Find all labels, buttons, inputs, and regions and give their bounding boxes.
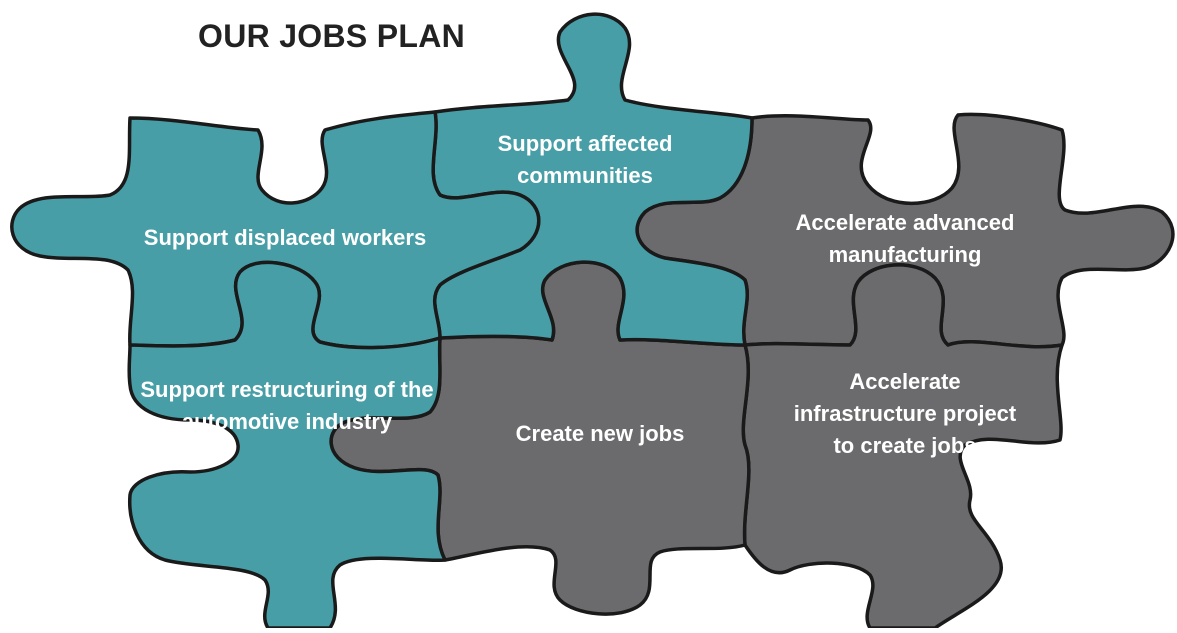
label-accelerate-infrastructure: Accelerate infrastructure project to cre… (793, 369, 1017, 458)
puzzle-piece-accelerate-infrastructure (741, 263, 1064, 630)
label-accelerate-advanced-manufacturing: Accelerate advanced manufacturing (795, 210, 1015, 267)
puzzle-piece-support-restructuring (127, 260, 447, 630)
label-support-displaced-workers: Support displaced workers (143, 225, 427, 250)
label-support-affected-communities: Support affected communities (497, 131, 673, 188)
page-title: OUR JOBS PLAN (198, 18, 466, 54)
label-support-restructuring: Support restructuring of the automotive … (140, 377, 434, 434)
label-create-new-jobs: Create new jobs (515, 421, 685, 446)
